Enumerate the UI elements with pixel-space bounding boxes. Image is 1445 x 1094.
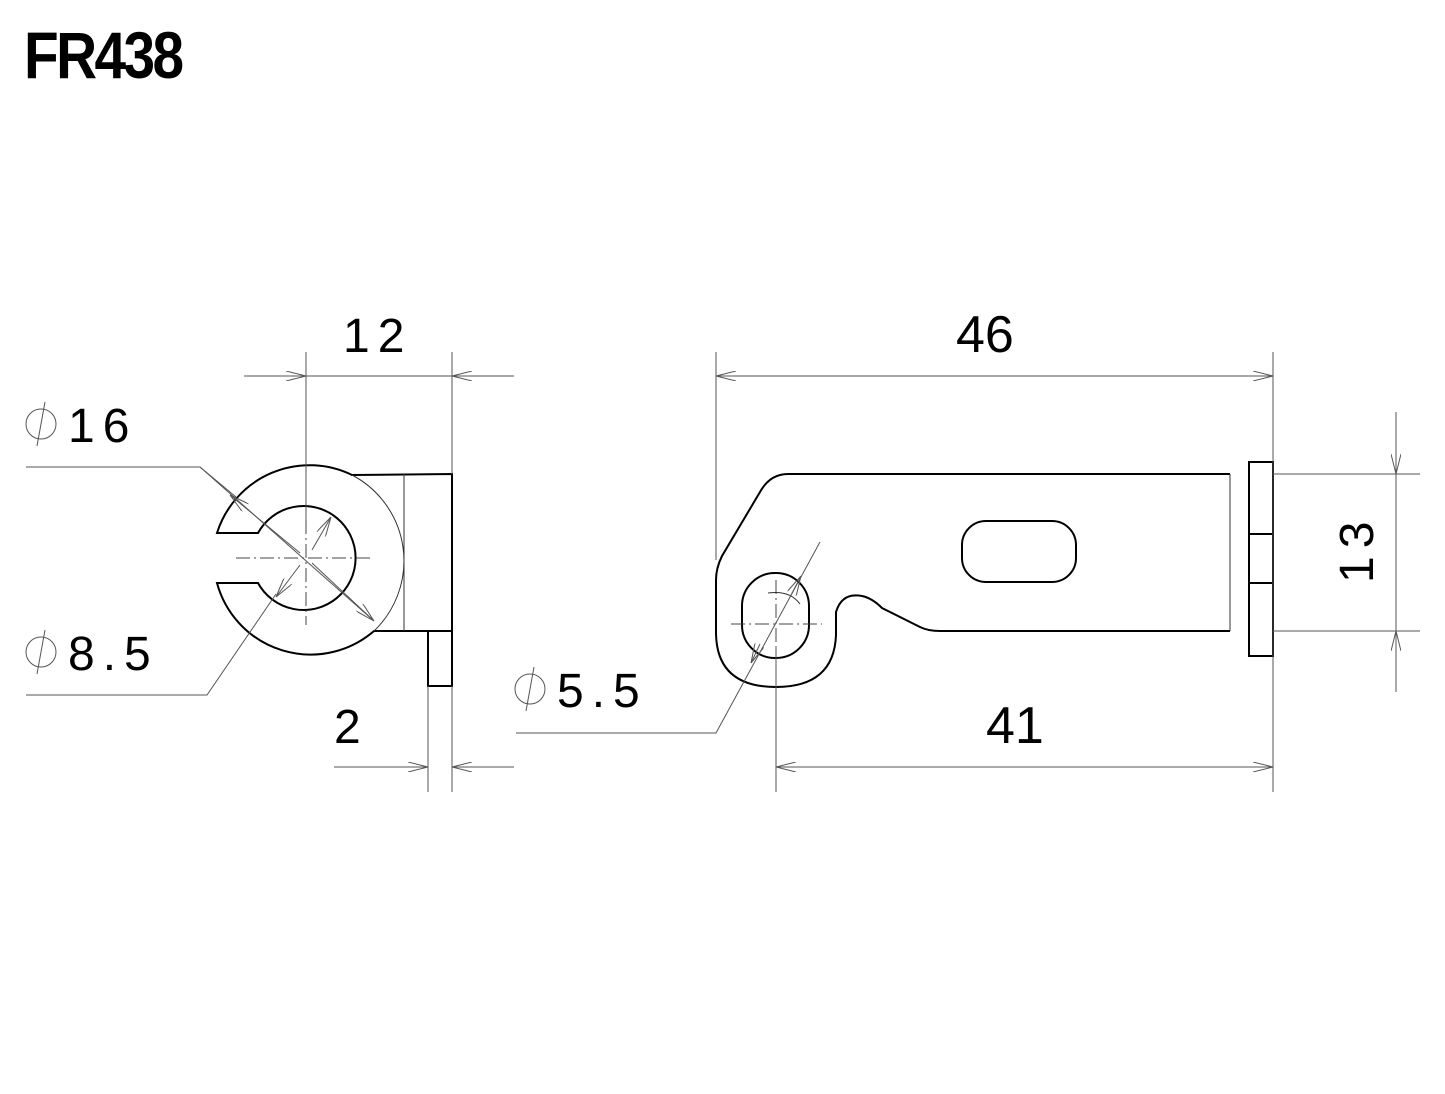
hidden-arc: [351, 474, 405, 632]
dim-12-label: 12: [343, 310, 412, 363]
dim-5-5-label: 5.5: [557, 665, 648, 718]
lower-tab: [427, 630, 453, 687]
dim-16-tick: [199, 466, 237, 498]
dim-16-leader: [26, 466, 375, 622]
side-view: 46 41 13 5.5: [514, 306, 1420, 792]
dim-46-label: 46: [956, 306, 1014, 364]
c-ring-outline: [215, 464, 453, 656]
dim-8-5-arrow-a: [276, 564, 301, 597]
diameter-icon: [514, 666, 546, 712]
dim-41-label: 41: [986, 697, 1044, 755]
dim-13-label: 13: [1331, 514, 1384, 583]
dim-16-label: 16: [68, 400, 137, 453]
diameter-icon: [25, 629, 57, 675]
dim-8-5-arrow-b: [311, 517, 331, 551]
dim-8-5-label: 8.5: [68, 628, 159, 681]
nut: [1248, 461, 1274, 657]
slot: [961, 520, 1077, 583]
hole-arc-mark: [767, 592, 801, 605]
dim-16-arrow-a: [230, 495, 301, 554]
dim-5-5-arrow-b: [790, 576, 801, 598]
diameter-icon: [25, 401, 57, 447]
dim-16-arrow-b: [311, 562, 374, 621]
part-number-title: FR438: [24, 18, 184, 92]
front-view: 12 16 8.5 2: [25, 310, 514, 792]
dim-8-5-leader: [26, 593, 277, 696]
dim-2-label: 2: [334, 701, 369, 754]
dim-5-5-leader: [516, 541, 821, 734]
bracket-outline: [715, 473, 1230, 689]
dim-5-5-arrow-a: [751, 644, 760, 663]
